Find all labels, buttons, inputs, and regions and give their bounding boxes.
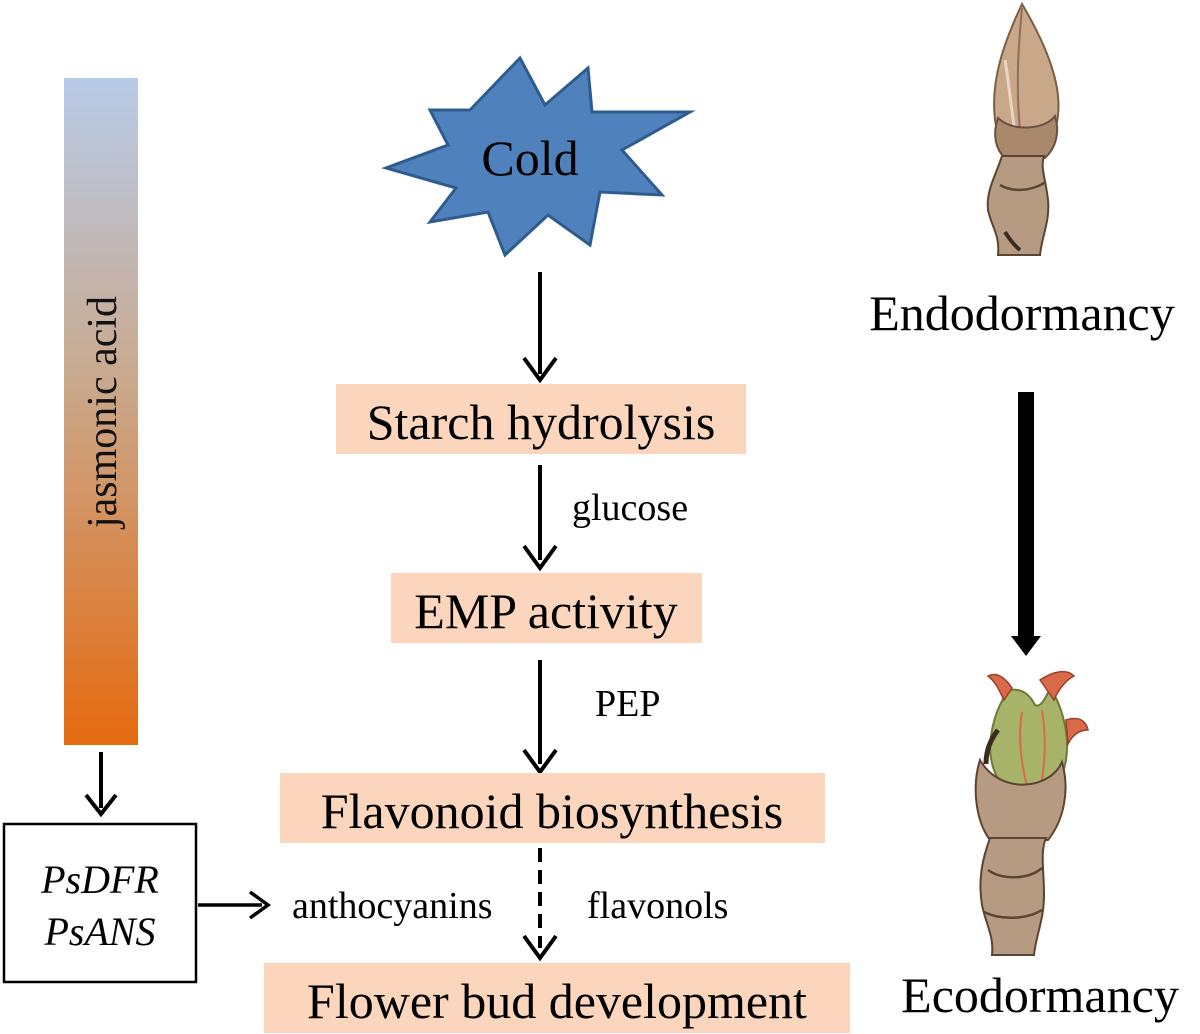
endodormancy-label: Endodormancy <box>869 285 1174 341</box>
arrow-emp-to-flavonoid <box>522 660 558 776</box>
step-flavonoid-biosynthesis-label: Flavonoid biosynthesis <box>321 783 784 839</box>
step-emp-activity: EMP activity <box>391 573 702 643</box>
pep-label: PEP <box>595 683 660 725</box>
endodormancy-bud-image <box>986 1 1060 256</box>
step-flower-bud-development: Flower bud development <box>264 963 850 1033</box>
arrow-endo-to-eco <box>1011 392 1041 656</box>
ecodormancy-label: Ecodormancy <box>901 967 1179 1023</box>
gene-psans: PsANS <box>43 909 155 954</box>
jasmonic-acid-label: jasmonic acid <box>80 296 126 530</box>
glucose-label: glucose <box>572 487 688 529</box>
anthocyanins-label: anthocyanins <box>292 885 493 927</box>
arrow-cold-to-starch <box>522 272 558 384</box>
cold-star-shape <box>381 55 696 258</box>
step-starch-hydrolysis-label: Starch hydrolysis <box>367 394 716 450</box>
ecodormancy-bud-image <box>974 670 1089 956</box>
flavonols-label: flavonols <box>587 885 728 927</box>
gene-box: PsDFR PsANS <box>2 822 198 984</box>
jasmonic-acid-bar: jasmonic acid <box>64 78 138 745</box>
arrow-genes-to-anthocyanins <box>198 890 271 920</box>
gene-psdfr: PsDFR <box>40 857 159 902</box>
cold-label: Cold <box>481 130 578 186</box>
arrow-starch-to-emp <box>522 465 558 572</box>
step-flower-bud-development-label: Flower bud development <box>307 973 807 1029</box>
step-flavonoid-biosynthesis: Flavonoid biosynthesis <box>280 773 825 843</box>
step-starch-hydrolysis: Starch hydrolysis <box>336 384 746 454</box>
step-emp-activity-label: EMP activity <box>414 583 677 639</box>
arrow-flavonoid-to-bud-dashed <box>522 848 558 962</box>
cold-star: Cold <box>381 55 696 258</box>
arrow-ja-to-genes <box>84 752 118 818</box>
